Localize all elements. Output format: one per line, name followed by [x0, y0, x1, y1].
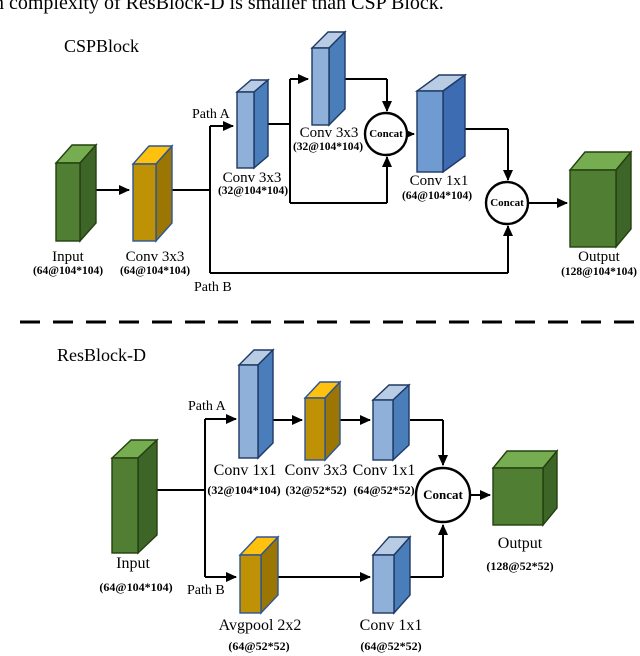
csp-stem-conv-label: Conv 3x3 — [125, 249, 185, 265]
resblock-input-box — [110, 438, 159, 555]
resblock-b-conv-dims: (64@52*52) — [360, 639, 422, 653]
csp-path-b-label: Path B — [194, 280, 232, 295]
resblock-title: ResBlock-D — [57, 345, 146, 365]
resblock-a-conv3-box — [371, 383, 411, 462]
csp-branch-conv2-label: Conv 3x3 — [299, 125, 359, 141]
csp-output-box — [568, 150, 633, 249]
resblock-path-b-label: Path B — [187, 583, 225, 598]
csp-concat1-circle — [363, 111, 409, 157]
resblock-path-a-label: Path A — [188, 399, 226, 414]
csp-concat2-label: Concat — [490, 197, 524, 209]
resblock-b-conv-box — [371, 535, 412, 615]
resblock-b-avgpool-label: Avgpool 2x2 — [218, 617, 302, 634]
csp-input-label: Input — [52, 249, 84, 265]
csp-branch-conv1-dims: (32@104*104) — [217, 185, 289, 197]
resblock-concat-circle — [414, 466, 472, 524]
resblock-a-conv3-label: Conv 1x1 — [352, 462, 416, 479]
csp-output-label: Output — [578, 249, 620, 265]
resblock-output-label: Output — [497, 535, 543, 552]
csp-path-a-label: Path A — [192, 107, 230, 122]
caption-clip: n complexity of ResBlock-D is smaller th… — [0, 0, 640, 15]
resblock-wires — [157, 414, 491, 582]
resblock-concat-label: Concat — [423, 487, 463, 502]
resblock-a-conv1-label: Conv 1x1 — [213, 462, 277, 479]
csp-branch-conv2-box — [310, 30, 347, 127]
csp-branch-conv1-box — [235, 78, 270, 170]
csp-wires — [96, 74, 568, 274]
resblock-output-box — [491, 449, 559, 527]
resblock-input-label: Input — [116, 555, 150, 572]
csp-merge-conv-dims: (64@104*104) — [401, 190, 473, 202]
csp-output-dims: (128@104*104) — [561, 266, 637, 278]
resblock-b-conv-label: Conv 1x1 — [359, 617, 423, 634]
resblock-a-conv1-box — [237, 348, 275, 460]
csp-branch-conv2-dims: (32@104*104) — [292, 141, 364, 153]
csp-input-dims: (64@104*104) — [32, 265, 104, 277]
resblock-a-conv2-dims: (32@52*52) — [285, 483, 347, 497]
figure-caption: n complexity of ResBlock-D is smaller th… — [0, 0, 444, 14]
csp-concat2-circle — [484, 180, 530, 226]
csp-input-box — [54, 143, 98, 243]
resblock-output-dims: (128@52*52) — [486, 559, 554, 573]
resblock-a-conv3-dims: (64@52*52) — [353, 483, 415, 497]
resblock-input-dims: (64@104*104) — [99, 580, 173, 594]
resblock-a-conv2-label: Conv 3x3 — [284, 462, 348, 479]
resblock-a-conv1-dims: (32@104*104) — [207, 483, 281, 497]
csp-stem-conv-box — [131, 144, 174, 243]
csp-branch-conv1-label: Conv 3x3 — [222, 170, 282, 186]
resblock-b-avgpool-box — [238, 535, 280, 615]
csp-title: CSPBlock — [64, 36, 140, 56]
csp-merge-conv-label: Conv 1x1 — [409, 173, 469, 189]
csp-merge-conv-box — [414, 73, 468, 174]
resblock-b-avgpool-dims: (64@52*52) — [228, 639, 290, 653]
csp-stem-conv-dims: (64@104*104) — [119, 265, 191, 277]
csp-concat1-label: Concat — [369, 128, 403, 140]
resblock-a-conv2-box — [303, 380, 342, 462]
